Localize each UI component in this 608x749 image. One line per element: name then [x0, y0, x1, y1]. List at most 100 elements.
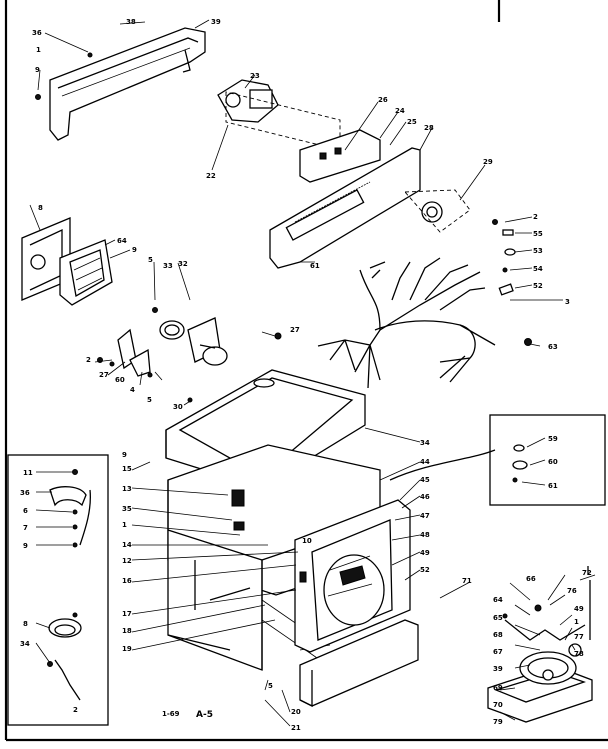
callout-20: 20 — [291, 708, 301, 716]
callout-9-motor: 9 — [132, 246, 137, 254]
inlet-assembly — [147, 307, 228, 378]
callout-4: 4 — [130, 386, 135, 394]
drum-support-assembly — [487, 566, 593, 723]
callout-26: 26 — [378, 96, 388, 104]
callout-25: 25 — [407, 118, 417, 126]
callout-9-top: 9 — [35, 66, 40, 74]
callout-33: 33 — [163, 262, 173, 270]
callout-52: 52 — [420, 566, 430, 574]
callout-1-low: 1 — [574, 618, 579, 626]
callout-60-box: 60 — [548, 458, 558, 466]
callout-27-left: 27 — [99, 371, 109, 379]
callout-35: 35 — [122, 505, 132, 513]
callout-36: 36 — [32, 29, 42, 37]
callout-52-top: 52 — [533, 282, 543, 290]
callout-17: 17 — [122, 610, 132, 618]
callout-19: 19 — [122, 645, 132, 653]
callout-3-harness: 3 — [565, 298, 570, 306]
callout-8-left: 8 — [38, 204, 43, 212]
callout-60-left: 60 — [115, 376, 125, 384]
callout-61: 61 — [310, 262, 320, 270]
callout-16: 16 — [122, 577, 132, 585]
callout-55: 55 — [533, 230, 543, 238]
console-panel — [269, 129, 471, 269]
callout-64-motor: 64 — [117, 237, 127, 245]
page-label: A-5 — [196, 710, 213, 720]
callout-44: 44 — [420, 458, 430, 466]
callout-53: 53 — [533, 247, 543, 255]
callout-1-cab: 1 — [122, 521, 127, 529]
callout-64-low: 64 — [493, 596, 503, 604]
callout-39-low: 39 — [493, 665, 503, 673]
callout-22: 22 — [206, 172, 216, 180]
callout-15: 15 — [122, 465, 132, 473]
control-panel-trim — [35, 27, 206, 141]
callout-34: 34 — [420, 439, 430, 447]
callout-45: 45 — [420, 476, 430, 484]
page-frame — [4, 0, 608, 742]
callout-79: 79 — [493, 718, 503, 726]
callout-69: 69 — [493, 684, 503, 692]
callout-5-cab: 5 — [268, 682, 273, 690]
callout-36-box: 36 — [20, 489, 30, 497]
callout-71: 71 — [462, 577, 472, 585]
callout-12: 12 — [122, 557, 132, 565]
callout-8-box: 8 — [23, 620, 28, 628]
callout-27-top: 27 — [290, 326, 300, 334]
callout-6: 6 — [23, 507, 28, 515]
callout-28: 28 — [424, 124, 434, 132]
toe-kick — [299, 619, 419, 708]
callout-2-box: 2 — [73, 706, 78, 714]
detail-box-left — [7, 454, 109, 726]
callout-14: 14 — [122, 541, 132, 549]
leader-lines — [29, 19, 596, 727]
callout-66: 66 — [526, 575, 536, 583]
callout-5-inlet: 5 — [148, 256, 153, 264]
callout-24: 24 — [395, 107, 405, 115]
callout-23: 23 — [250, 72, 260, 80]
callout-47: 47 — [420, 512, 430, 520]
callout-11: 11 — [23, 469, 33, 477]
callout-29: 29 — [483, 158, 493, 166]
callout-9-cab: 9 — [122, 451, 127, 459]
wire-harness — [317, 257, 496, 389]
callout-2-left: 2 — [86, 356, 91, 364]
callout-32: 32 — [178, 260, 188, 268]
callout-10: 10 — [302, 537, 312, 545]
callout-49-low: 49 — [574, 605, 584, 613]
callout-34-box: 34 — [20, 640, 30, 648]
callout-7: 7 — [23, 524, 28, 532]
callout-13: 13 — [122, 485, 132, 493]
callout-21: 21 — [291, 724, 301, 732]
callout-39: 39 — [211, 18, 221, 26]
callout-65: 65 — [493, 614, 503, 622]
timer-module — [217, 79, 341, 151]
callout-67: 67 — [493, 648, 503, 656]
switch-parts — [97, 328, 151, 377]
callout-46: 46 — [420, 493, 430, 501]
callout-78: 78 — [574, 650, 584, 658]
motor-assembly — [21, 217, 113, 306]
callout-48: 48 — [420, 531, 430, 539]
callout-54: 54 — [533, 265, 543, 273]
callout-61-box: 61 — [548, 482, 558, 490]
front-panel — [294, 499, 411, 653]
callout-1-top: 1 — [36, 46, 41, 54]
callout-30-top: 30 — [173, 403, 183, 411]
callout-68: 68 — [493, 631, 503, 639]
callout-2-right: 2 — [533, 213, 538, 221]
footer-code: 1-69 — [162, 710, 180, 718]
callout-77: 77 — [574, 633, 584, 641]
detail-box-right — [389, 414, 606, 506]
callout-76: 76 — [567, 587, 577, 595]
callout-38: 38 — [126, 18, 136, 26]
callout-70: 70 — [493, 701, 503, 709]
callout-18: 18 — [122, 627, 132, 635]
callout-63: 63 — [548, 343, 558, 351]
callout-59: 59 — [548, 435, 558, 443]
callout-labels: 36 38 39 1 9 23 22 26 24 25 28 29 61 8 6… — [20, 18, 592, 732]
callout-5-left: 5 — [147, 396, 152, 404]
callout-72: 72 — [582, 569, 592, 577]
callout-9-box: 9 — [23, 542, 28, 550]
